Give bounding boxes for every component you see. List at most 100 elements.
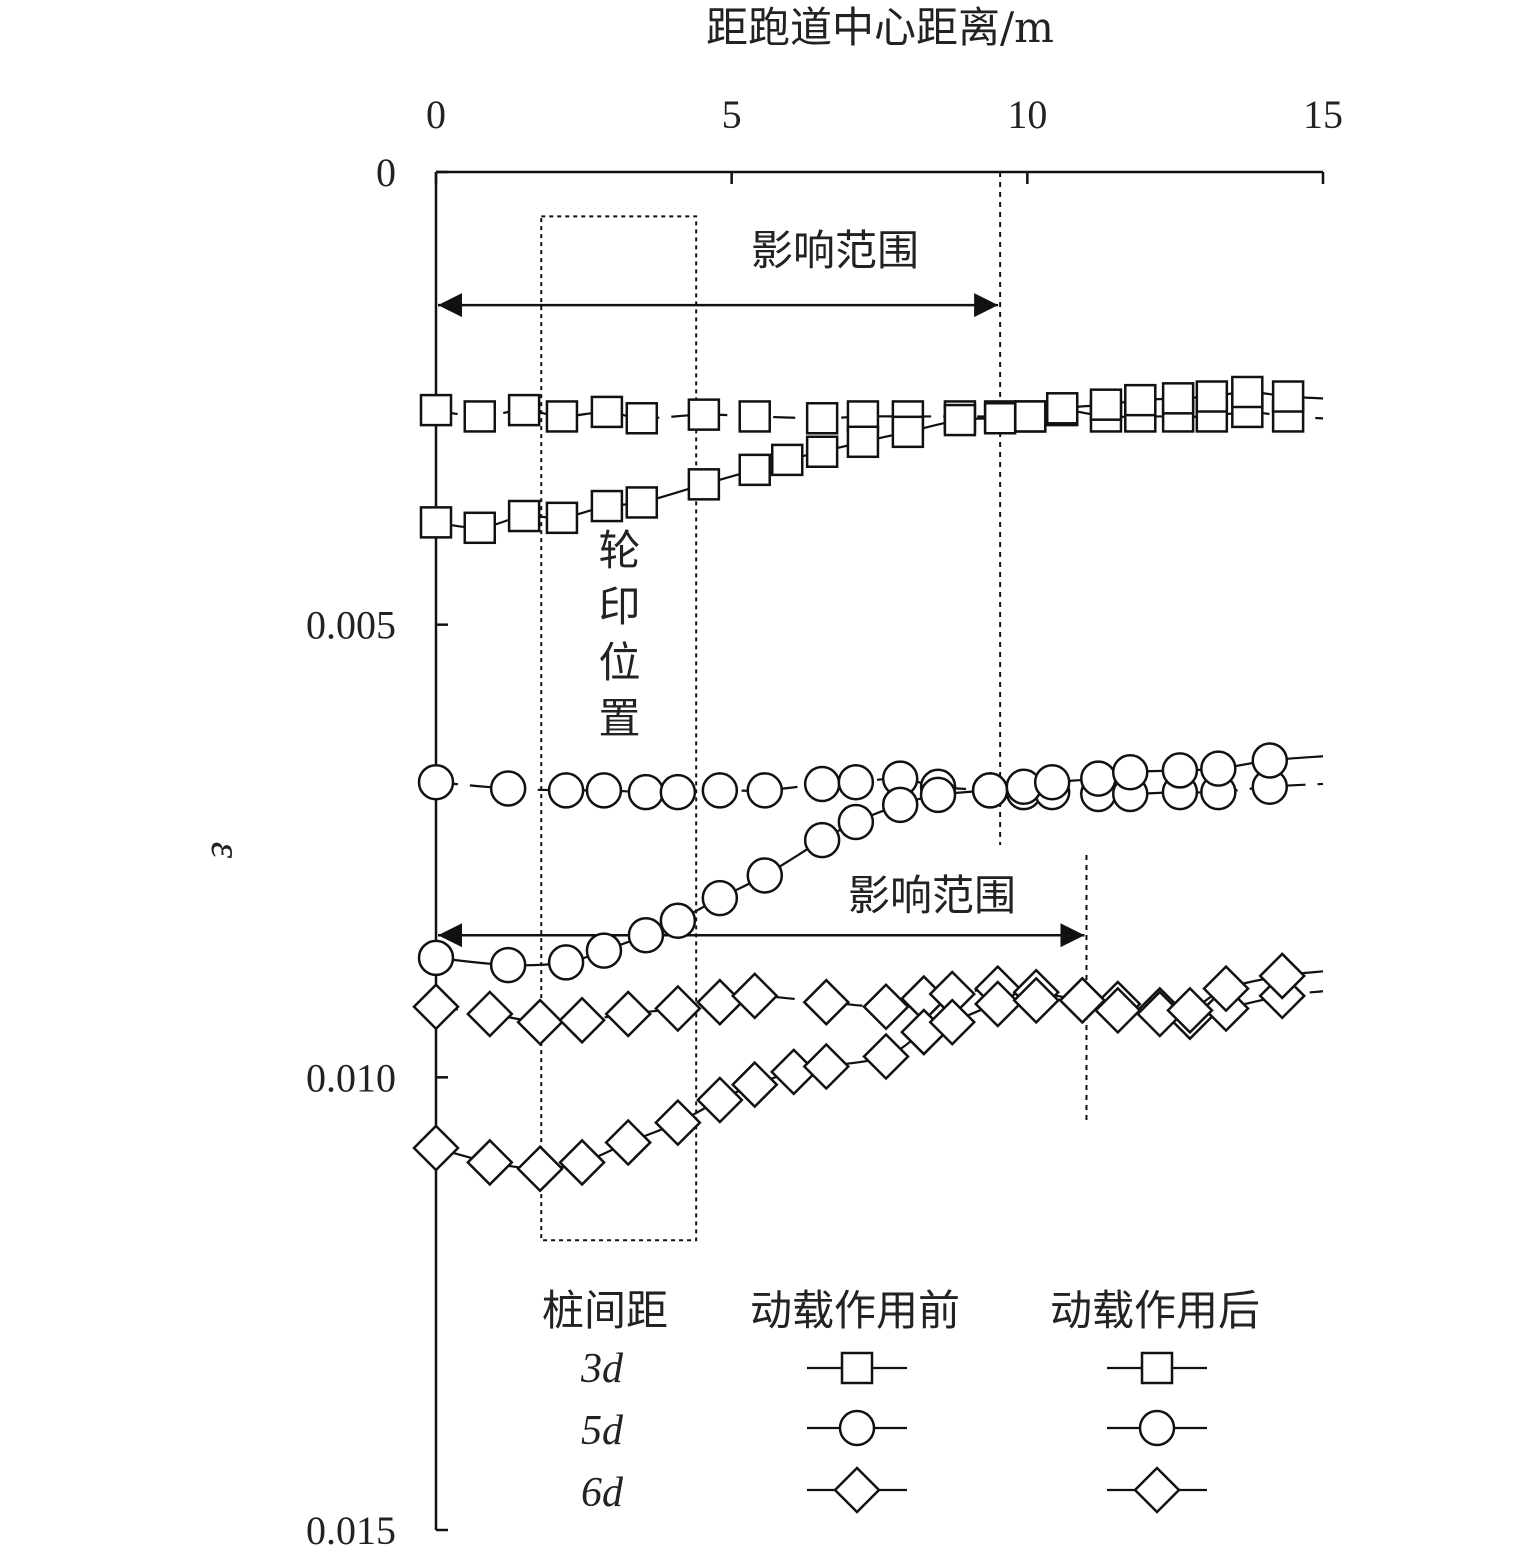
data-point-square xyxy=(805,435,839,468)
data-point-circle xyxy=(585,932,623,969)
data-point-square xyxy=(1271,380,1305,413)
data-point-diamond xyxy=(516,998,564,1046)
x-tick-label: 10 xyxy=(1007,92,1047,137)
data-point-circle xyxy=(1080,760,1117,797)
data-point-circle xyxy=(547,944,585,981)
data-point-diamond xyxy=(466,1138,514,1187)
data-point-diamond xyxy=(862,982,910,1031)
data-point-square xyxy=(1161,382,1195,415)
data-point-diamond xyxy=(516,1145,564,1193)
data-point-square xyxy=(1231,375,1264,409)
data-point-diamond xyxy=(604,990,652,1038)
data-point-square xyxy=(590,395,624,429)
data-point-square xyxy=(463,511,497,545)
data-point-circle xyxy=(585,772,623,809)
data-point-diamond xyxy=(412,1124,460,1172)
data-point-circle xyxy=(627,773,665,811)
data-point-circle xyxy=(659,773,697,811)
data-point-diamond xyxy=(802,1042,851,1091)
data-point-square xyxy=(545,501,579,535)
data-point-square xyxy=(1045,392,1079,425)
data-point-diamond xyxy=(928,998,977,1046)
series-line xyxy=(435,409,1324,420)
y-tick-label: 0.010 xyxy=(306,1055,396,1100)
data-point-square xyxy=(625,486,659,519)
x-tick-label: 15 xyxy=(1303,92,1343,137)
data-point-diamond xyxy=(973,980,1022,1028)
data-point-circle xyxy=(659,902,697,939)
data-point-circle xyxy=(1033,763,1071,801)
data-point-square xyxy=(1195,380,1229,413)
data-point-diamond xyxy=(1012,976,1060,1025)
data-point-circle xyxy=(547,772,585,809)
data-point-square xyxy=(738,453,771,487)
x-axis-label: 距跑道中心距离/m xyxy=(706,3,1054,52)
x-tick-label: 0 xyxy=(426,92,446,137)
data-point-diamond xyxy=(412,982,460,1031)
data-point-diamond xyxy=(696,978,744,1026)
data-point-circle xyxy=(1111,753,1149,791)
data-point-square xyxy=(1014,400,1047,433)
data-point-square xyxy=(687,398,721,431)
data-point-diamond xyxy=(1202,964,1250,1013)
data-point-circle xyxy=(919,776,957,814)
data-point-circle xyxy=(837,803,875,841)
data-point-square xyxy=(1124,383,1157,417)
data-point-diamond xyxy=(654,1098,702,1147)
wheel-box-label: 轮印位置 xyxy=(592,528,641,752)
legend-header-after: 动载作用后 xyxy=(1050,1286,1260,1335)
data-point-diamond xyxy=(604,1118,652,1167)
data-point-circle xyxy=(701,879,739,917)
data-point-diamond xyxy=(1258,952,1306,1000)
data-point-diamond xyxy=(696,1076,744,1124)
data-point-square xyxy=(419,506,453,539)
data-point-circle xyxy=(803,765,841,803)
data-point-square xyxy=(419,393,453,427)
data-point-diamond xyxy=(558,1138,606,1187)
legend-row-3d: 3d xyxy=(580,1346,624,1392)
data-point-diamond xyxy=(730,972,779,1020)
y-tick-label: 0 xyxy=(376,150,396,195)
data-point-square xyxy=(463,400,497,433)
x-tick-label: 5 xyxy=(722,92,742,137)
data-point-diamond xyxy=(862,1032,910,1081)
legend-marker-diamond xyxy=(1133,1466,1181,1514)
y-tick-label: 0.015 xyxy=(306,1508,396,1553)
data-point-circle xyxy=(881,786,919,824)
legend-header-before: 动载作用前 xyxy=(750,1286,960,1335)
data-point-square xyxy=(738,400,771,433)
series-5d-after xyxy=(417,742,1324,984)
data-point-square xyxy=(590,489,624,523)
data-point-diamond xyxy=(466,990,514,1038)
data-point-diamond xyxy=(802,978,851,1026)
data-point-circle xyxy=(417,763,455,801)
legend-marker-diamond xyxy=(833,1466,881,1514)
data-point-square xyxy=(507,499,541,533)
legend-row-5d: 5d xyxy=(581,1408,624,1454)
data-point-circle xyxy=(1251,742,1289,779)
data-point-circle xyxy=(746,772,784,809)
data-point-circle xyxy=(489,946,527,984)
influence-range-label: 影响范围 xyxy=(848,871,1016,920)
series xyxy=(412,375,1324,1193)
data-point-diamond xyxy=(1166,986,1214,1035)
data-point-diamond xyxy=(558,996,606,1045)
data-point-circle xyxy=(701,772,739,809)
wheel-box-label-container: 轮印位置 xyxy=(592,528,641,752)
data-point-circle xyxy=(837,763,875,801)
data-point-square xyxy=(1089,388,1123,421)
data-point-square xyxy=(545,400,579,433)
axes: 0 5 10 15 0 0.005 0.010 0.015 xyxy=(306,92,1343,1553)
legend-marker-square xyxy=(1140,1351,1174,1385)
data-point-circle xyxy=(417,939,455,977)
data-point-square xyxy=(507,393,541,427)
legend: 桩间距 动载作用前 动载作用后 3d 5d 6d xyxy=(542,1286,1260,1516)
data-point-diamond xyxy=(1058,976,1107,1025)
y-tick-label: 0.005 xyxy=(306,603,396,648)
data-point-square xyxy=(846,425,880,459)
data-point-diamond xyxy=(1094,986,1142,1035)
influence-range-label: 影响范围 xyxy=(751,226,919,275)
legend-row-6d: 6d xyxy=(581,1470,624,1516)
data-point-circle xyxy=(1161,752,1199,789)
